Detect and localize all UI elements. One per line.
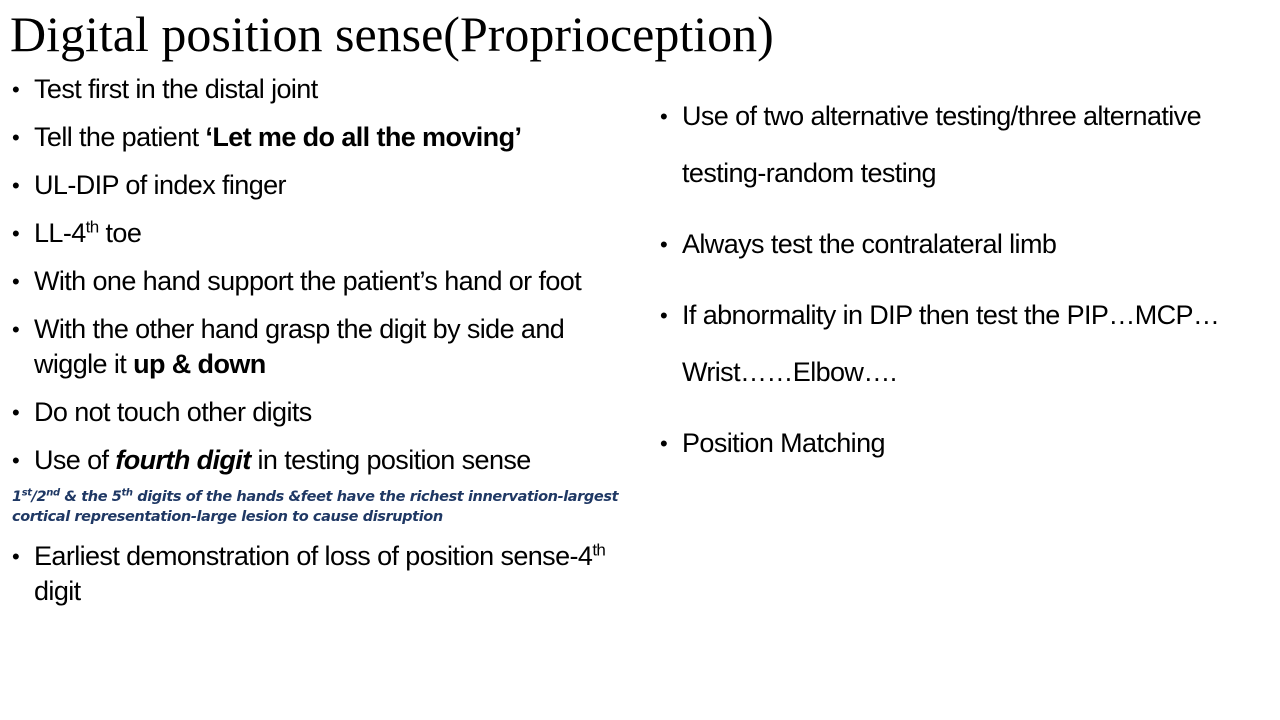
left-bullet-list: • Test first in the distal joint • Tell … <box>12 72 642 622</box>
bullet-text: If abnormality in DIP then test the PIP…… <box>682 300 1220 387</box>
note-text: /2 <box>31 489 47 505</box>
bullet-text: Tell the patient <box>34 122 206 152</box>
bullet-support-hand: • With one hand support the patient’s ha… <box>12 264 642 299</box>
superscript: st <box>21 487 32 499</box>
slide-title: Digital position sense(Proprioception) <box>10 6 774 62</box>
bullet-icon: • <box>12 77 20 102</box>
note-text: digits of the hands &feet have the riche… <box>12 489 619 525</box>
bullet-text: Do not touch other digits <box>34 397 312 427</box>
bullet-icon: • <box>12 269 20 294</box>
bullet-ll-toe: • LL-4th toe <box>12 216 642 251</box>
superscript: nd <box>46 487 60 499</box>
note-text: 1 <box>12 489 22 505</box>
bullet-icon: • <box>12 125 20 150</box>
bullet-text: With the other hand grasp the digit by s… <box>34 314 565 379</box>
bullet-alternative-testing: • Use of two alternative testing/three a… <box>660 88 1270 202</box>
bullet-text: UL-DIP of index finger <box>34 170 287 200</box>
innervation-note: 1st/2nd & the 5th digits of the hands &f… <box>12 487 642 527</box>
bullet-icon: • <box>660 232 668 257</box>
bullet-tell-patient: • Tell the patient ‘Let me do all the mo… <box>12 120 642 155</box>
bullet-icon: • <box>660 303 668 328</box>
superscript: th <box>85 217 100 237</box>
superscript: th <box>121 487 134 499</box>
bullet-contralateral-limb: • Always test the contralateral limb <box>660 216 1270 273</box>
bullet-text: Earliest demonstration of loss of positi… <box>34 541 593 571</box>
right-bullet-list: • Use of two alternative testing/three a… <box>660 88 1270 486</box>
bullet-bold-text: ‘Let me do all the moving’ <box>205 122 522 152</box>
bullet-text-end: digit <box>34 576 81 606</box>
bullet-icon: • <box>660 431 668 456</box>
bullet-text: Test first in the distal joint <box>34 74 318 104</box>
bullet-icon: • <box>12 544 20 569</box>
bullet-position-matching: • Position Matching <box>660 415 1270 472</box>
bullet-abnormality-dip: • If abnormality in DIP then test the PI… <box>660 287 1270 401</box>
bullet-icon: • <box>12 448 20 473</box>
bullet-icon: • <box>12 400 20 425</box>
bullet-icon: • <box>12 221 20 246</box>
bullet-test-distal-joint: • Test first in the distal joint <box>12 72 642 107</box>
bullet-earliest-loss: • Earliest demonstration of loss of posi… <box>12 539 642 609</box>
bullet-fourth-digit: • Use of fourth digit in testing positio… <box>12 443 642 478</box>
bullet-ul-dip: • UL-DIP of index finger <box>12 168 642 203</box>
bullet-text: With one hand support the patient’s hand… <box>34 266 582 296</box>
bullet-text-end: in testing position sense <box>250 445 531 475</box>
superscript: th <box>592 540 606 560</box>
bullet-no-touch: • Do not touch other digits <box>12 395 642 430</box>
bullet-bold-text: up & down <box>133 349 266 379</box>
bullet-text: Use of <box>34 445 116 475</box>
note-text: & the 5 <box>59 489 122 505</box>
bullet-text: Use of two alternative testing/three alt… <box>682 101 1202 188</box>
bullet-text: LL-4 <box>34 218 86 248</box>
bullet-icon: • <box>12 173 20 198</box>
bullet-text: Always test the contralateral limb <box>682 229 1057 259</box>
bullet-bold-italic-text: fourth digit <box>115 445 251 475</box>
bullet-grasp-digit: • With the other hand grasp the digit by… <box>12 312 642 382</box>
bullet-text: Position Matching <box>682 428 886 458</box>
bullet-text-end: toe <box>98 218 142 248</box>
bullet-icon: • <box>660 104 668 129</box>
bullet-icon: • <box>12 317 20 342</box>
